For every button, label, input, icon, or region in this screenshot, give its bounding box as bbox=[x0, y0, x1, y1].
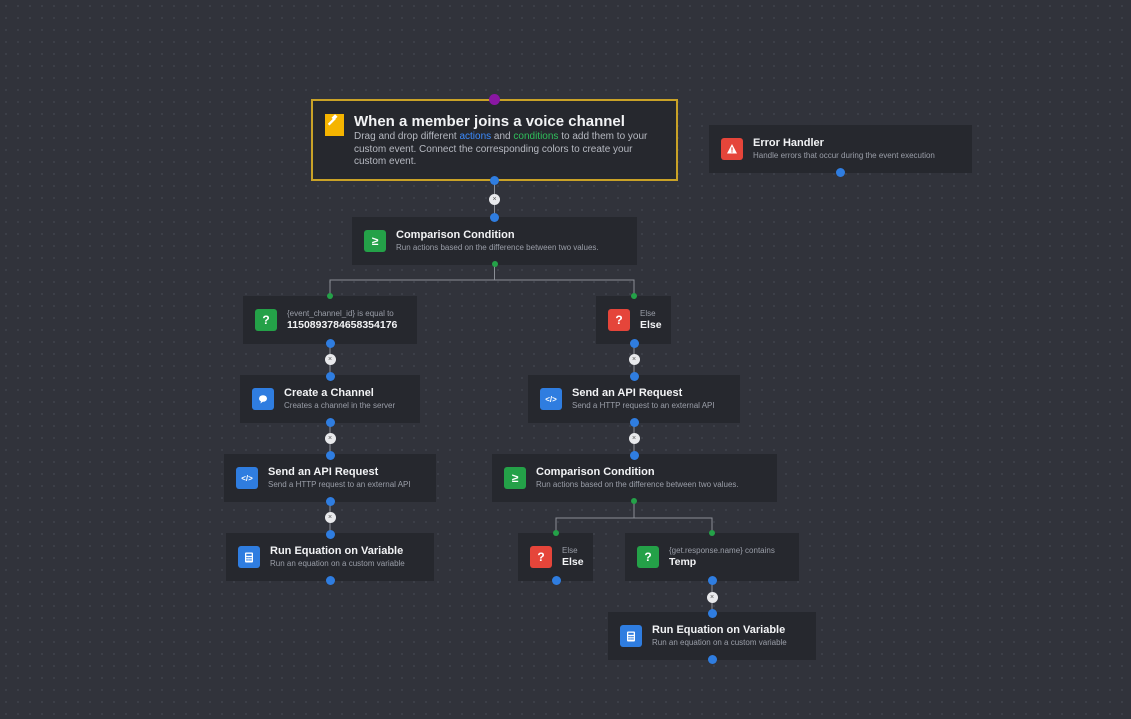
remove-connection-button[interactable]: × bbox=[628, 353, 640, 365]
option-value: Else bbox=[562, 555, 584, 568]
actions-link: actions bbox=[459, 131, 492, 142]
run-equation-node[interactable]: Run Equation on Variable Run an equation… bbox=[226, 533, 434, 581]
error-handler-title: Error Handler bbox=[753, 137, 824, 149]
node-description: Send a HTTP request to an external API bbox=[572, 401, 715, 410]
trigger-node[interactable]: When a member joins a voice channel Drag… bbox=[311, 99, 678, 181]
node-title: Comparison Condition bbox=[536, 466, 655, 478]
create-channel-node[interactable]: Create a Channel Creates a channel in th… bbox=[240, 375, 420, 423]
node-description: Run an equation on a custom variable bbox=[270, 559, 405, 568]
comparison-condition-node[interactable]: ≥ Comparison Condition Run actions based… bbox=[352, 217, 637, 265]
calculator-icon bbox=[620, 625, 642, 647]
condition-option-node[interactable]: ? {get.response.name} contains Temp bbox=[625, 533, 799, 581]
option-value: Temp bbox=[669, 555, 697, 568]
output-port[interactable] bbox=[325, 575, 335, 585]
chat-bubble-icon bbox=[252, 388, 274, 410]
node-description: Run actions based on the difference betw… bbox=[396, 243, 599, 252]
comparison-condition-node[interactable]: ≥ Comparison Condition Run actions based… bbox=[492, 454, 777, 502]
input-port[interactable] bbox=[629, 371, 639, 381]
output-port[interactable] bbox=[629, 338, 639, 348]
node-description: Run an equation on a custom variable bbox=[652, 638, 787, 647]
input-port[interactable] bbox=[325, 371, 335, 381]
else-option-node[interactable]: ? Else Else bbox=[518, 533, 593, 581]
input-port[interactable] bbox=[629, 450, 639, 460]
trigger-input-port[interactable] bbox=[489, 93, 500, 105]
node-title: Run Equation on Variable bbox=[270, 545, 404, 557]
remove-connection-button[interactable]: × bbox=[324, 511, 336, 523]
trigger-title: When a member joins a voice channel bbox=[354, 113, 625, 130]
output-port[interactable] bbox=[707, 575, 717, 585]
error-handler-description: Handle errors that occur during the even… bbox=[753, 151, 935, 160]
node-title: Create a Channel bbox=[284, 387, 374, 399]
run-equation-node[interactable]: Run Equation on Variable Run an equation… bbox=[608, 612, 816, 660]
output-port[interactable] bbox=[551, 575, 561, 585]
question-icon: ? bbox=[530, 546, 552, 568]
greater-equal-icon: ≥ bbox=[364, 230, 386, 252]
input-port[interactable] bbox=[325, 450, 335, 460]
input-port[interactable] bbox=[707, 608, 717, 618]
calculator-icon bbox=[238, 546, 260, 568]
condition-option-node[interactable]: ? {event_channel_id} is equal to 1150893… bbox=[243, 296, 417, 344]
input-port[interactable] bbox=[325, 529, 335, 539]
output-port[interactable] bbox=[325, 496, 335, 506]
condition-output-port[interactable] bbox=[491, 261, 498, 267]
node-title: Send an API Request bbox=[572, 387, 683, 399]
code-icon: </> bbox=[540, 388, 562, 410]
node-description: Creates a channel in the server bbox=[284, 401, 396, 410]
remove-connection-button[interactable]: × bbox=[324, 353, 336, 365]
hammer-icon bbox=[325, 114, 344, 136]
output-port[interactable] bbox=[707, 654, 717, 664]
output-port[interactable] bbox=[629, 417, 639, 427]
option-label: Else bbox=[640, 308, 656, 318]
node-title: Send an API Request bbox=[268, 466, 379, 478]
condition-input-port[interactable] bbox=[553, 530, 559, 536]
condition-input-port[interactable] bbox=[327, 293, 333, 299]
input-port[interactable] bbox=[490, 212, 499, 222]
condition-input-port[interactable] bbox=[709, 530, 715, 536]
remove-connection-button[interactable]: × bbox=[706, 591, 718, 603]
option-label: {event_channel_id} is equal to bbox=[287, 308, 394, 318]
option-value: 1150893784658354176 bbox=[287, 318, 398, 331]
node-description: Send a HTTP request to an external API bbox=[268, 480, 411, 489]
else-option-node[interactable]: ? Else Else bbox=[596, 296, 671, 344]
remove-connection-button[interactable]: × bbox=[324, 432, 336, 444]
conditions-link: conditions bbox=[513, 131, 559, 142]
condition-output-port[interactable] bbox=[631, 498, 637, 504]
code-icon: </> bbox=[236, 467, 258, 489]
output-port[interactable] bbox=[325, 417, 335, 427]
question-icon: ? bbox=[637, 546, 659, 568]
condition-input-port[interactable] bbox=[631, 293, 637, 299]
greater-equal-icon: ≥ bbox=[504, 467, 526, 489]
error-handler-node[interactable]: Error Handler Handle errors that occur d… bbox=[709, 125, 972, 173]
node-description: Run actions based on the difference betw… bbox=[536, 480, 739, 489]
api-request-node[interactable]: </> Send an API Request Send a HTTP requ… bbox=[224, 454, 436, 502]
remove-connection-button[interactable]: × bbox=[489, 193, 500, 205]
output-port[interactable] bbox=[325, 338, 335, 348]
question-icon: ? bbox=[255, 309, 277, 331]
api-request-node[interactable]: </> Send an API Request Send a HTTP requ… bbox=[528, 375, 740, 423]
node-title: Run Equation on Variable bbox=[652, 624, 786, 636]
remove-connection-button[interactable]: × bbox=[628, 432, 640, 444]
option-value: Else bbox=[640, 318, 662, 331]
trigger-description: Drag and drop different actions and cond… bbox=[354, 131, 648, 167]
option-label: {get.response.name} contains bbox=[669, 545, 775, 555]
question-icon: ? bbox=[608, 309, 630, 331]
output-port[interactable] bbox=[490, 175, 499, 185]
option-label: Else bbox=[562, 545, 578, 555]
warning-icon bbox=[721, 138, 743, 160]
output-port[interactable] bbox=[835, 167, 845, 177]
node-title: Comparison Condition bbox=[396, 229, 515, 241]
